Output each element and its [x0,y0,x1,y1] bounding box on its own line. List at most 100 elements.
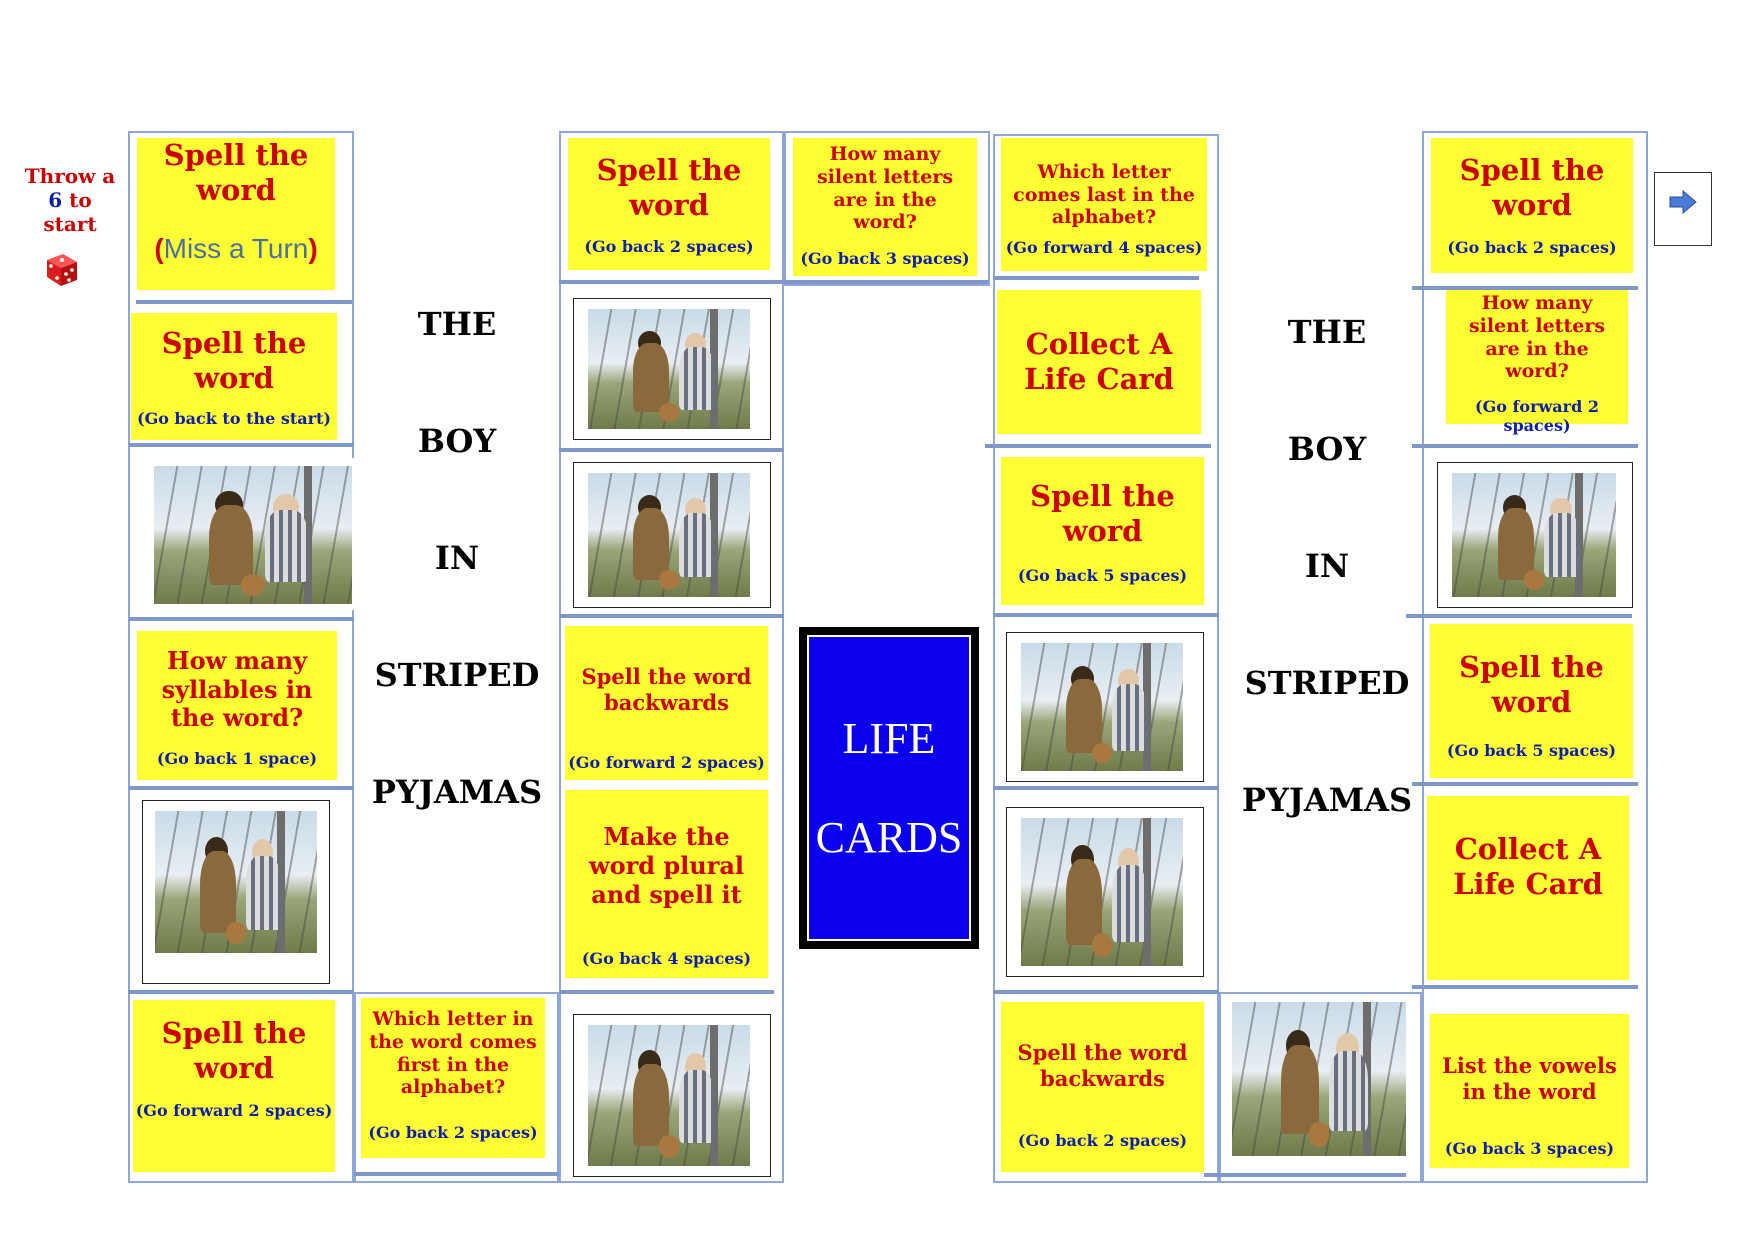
divider [559,990,774,994]
space-penalty: (Go back to the start) [137,409,331,428]
dice-icon[interactable] [43,250,79,288]
start-number: 6 [48,188,63,212]
board-space-11[interactable]: Collect A Life Card [997,290,1201,434]
divider [993,786,1219,790]
board-title-right-2: BOY [1287,430,1367,468]
space-instruction: Spell the word backwards [581,664,752,715]
divider [985,444,1211,448]
board-space-photo[interactable] [1222,996,1412,1162]
board-title-right-3: IN [1304,547,1350,585]
board-space-16[interactable]: Spell the word (Go back 5 spaces) [1430,624,1633,778]
board-title-left-1: THE [417,305,497,343]
space-instruction: How many silent letters are in the word? [816,142,954,234]
space-instruction: Spell the word [161,326,307,395]
life-cards-line1: LIFE [842,714,936,763]
space-instruction: Spell the word [163,138,309,208]
space-instruction: How many syllables in the word? [161,645,313,733]
space-penalty: (Go back 5 spaces) [1446,741,1617,760]
space-penalty: (Go back 2 spaces) [368,1123,538,1142]
divider [1412,286,1638,290]
divider [1204,1173,1406,1177]
board-space-6[interactable]: Spell the word (Go back 2 spaces) [568,138,770,270]
life-cards-face: LIFE CARDS [807,635,971,941]
space-penalty: (Go forward 2 spaces) [1475,397,1599,436]
space-instruction: Spell the word [1030,478,1175,548]
space-penalty: (Go back 2 spaces) [1447,238,1617,257]
space-instruction: Collect A Life Card [1024,327,1174,396]
board-space-photo[interactable] [573,462,771,608]
space-penalty: (Go back 2 spaces) [1017,1131,1188,1150]
space-penalty: (Go back 3 spaces) [1444,1139,1615,1158]
board-space-5[interactable]: Which letter in the word comes first in … [361,998,545,1158]
board-space-photo[interactable] [573,298,771,440]
board-title-left-4: STRIPED [374,656,540,694]
board-space-photo[interactable] [573,1014,771,1177]
board-space-photo[interactable] [1006,807,1204,977]
start-line1: Throw a [24,164,116,188]
divider [993,990,1219,994]
divider [128,990,354,994]
board-title-right-1: THE [1287,313,1367,351]
start-line3: start [43,212,97,236]
divider [1412,444,1638,448]
board-title-right-5: PYJAMAS [1241,781,1413,819]
space-penalty: (Go back 1 space) [156,749,318,768]
space-instruction: Which letter comes last in the alphabet? [1013,160,1195,229]
board-space-10[interactable]: Which letter comes last in the alphabet?… [1001,138,1207,271]
board-space-12[interactable]: Spell the word (Go back 5 spaces) [1001,457,1204,605]
divider [128,443,354,447]
divider [128,786,354,790]
space-instruction: Spell the word [161,1015,307,1085]
board-space-photo[interactable] [1437,462,1633,608]
space-penalty: (Go back 4 spaces) [581,949,752,968]
divider [1406,614,1632,618]
space-penalty: (Go forward 2 spaces) [568,753,765,772]
board-space-photo[interactable] [1006,632,1204,782]
space-penalty: (Go forward 2 spaces) [135,1101,333,1120]
board-space-18[interactable]: List the vowels in the word (Go back 3 s… [1430,1014,1629,1168]
board-space-photo[interactable] [144,458,358,610]
space-instruction: Spell the word backwards [1017,1040,1188,1091]
board-space-15[interactable]: How many silent letters are in the word?… [1446,290,1628,435]
miss-turn-label: (Miss a Turn) [154,233,318,264]
space-instruction: Collect A Life Card [1453,832,1603,901]
next-arrow-box[interactable] [1654,172,1712,246]
divider [559,614,784,618]
board-title-left-5: PYJAMAS [371,773,543,811]
start-line2: to [69,188,92,212]
space-penalty: (Go back 2 spaces) [584,237,754,256]
board-space-14[interactable]: Spell the word (Go back 2 spaces) [1431,138,1633,273]
board-space-photo[interactable] [142,800,330,984]
space-penalty: (Go back 5 spaces) [1017,566,1188,585]
divider [136,300,352,304]
right-arrow-icon [1669,190,1697,214]
life-cards-line2: CARDS [815,813,963,862]
divider [993,276,1199,280]
divider [1412,985,1638,989]
board-title-left-2: BOY [417,422,497,460]
divider [559,448,784,452]
board-space-2[interactable]: Spell the word (Go back to the start) [131,313,337,440]
board-title-right-4: STRIPED [1244,664,1410,702]
divider [993,613,1219,617]
life-cards-deck[interactable]: LIFE CARDS [799,627,979,949]
board-space-7[interactable]: How many silent letters are in the word?… [793,138,977,276]
board-space-4[interactable]: Spell the word (Go forward 2 spaces) [133,1000,335,1172]
space-penalty: (Go back 3 spaces) [800,249,970,268]
board-space-1[interactable]: Spell the word (Miss a Turn) [137,138,335,290]
board-space-3[interactable]: How many syllables in the word? (Go back… [137,631,337,780]
divider [1412,782,1638,786]
divider [128,617,354,621]
board-space-13[interactable]: Spell the word backwards (Go back 2 spac… [1001,1002,1204,1172]
space-instruction: Spell the word [1459,649,1604,719]
space-instruction: Spell the word [596,152,742,222]
board-space-9[interactable]: Make the word plural and spell it (Go ba… [565,790,768,978]
board-title-left-3: IN [434,539,480,577]
space-instruction: List the vowels in the word [1442,1053,1617,1104]
board-space-8[interactable]: Spell the word backwards (Go forward 2 s… [565,626,768,780]
start-instruction: Throw a 6 to start [22,164,118,236]
space-instruction: Spell the word [1459,153,1605,222]
space-instruction: How many silent letters are in the word? [1468,292,1606,383]
board-space-17[interactable]: Collect A Life Card [1427,796,1629,980]
space-instruction: Which letter in the word comes first in … [369,1007,537,1099]
